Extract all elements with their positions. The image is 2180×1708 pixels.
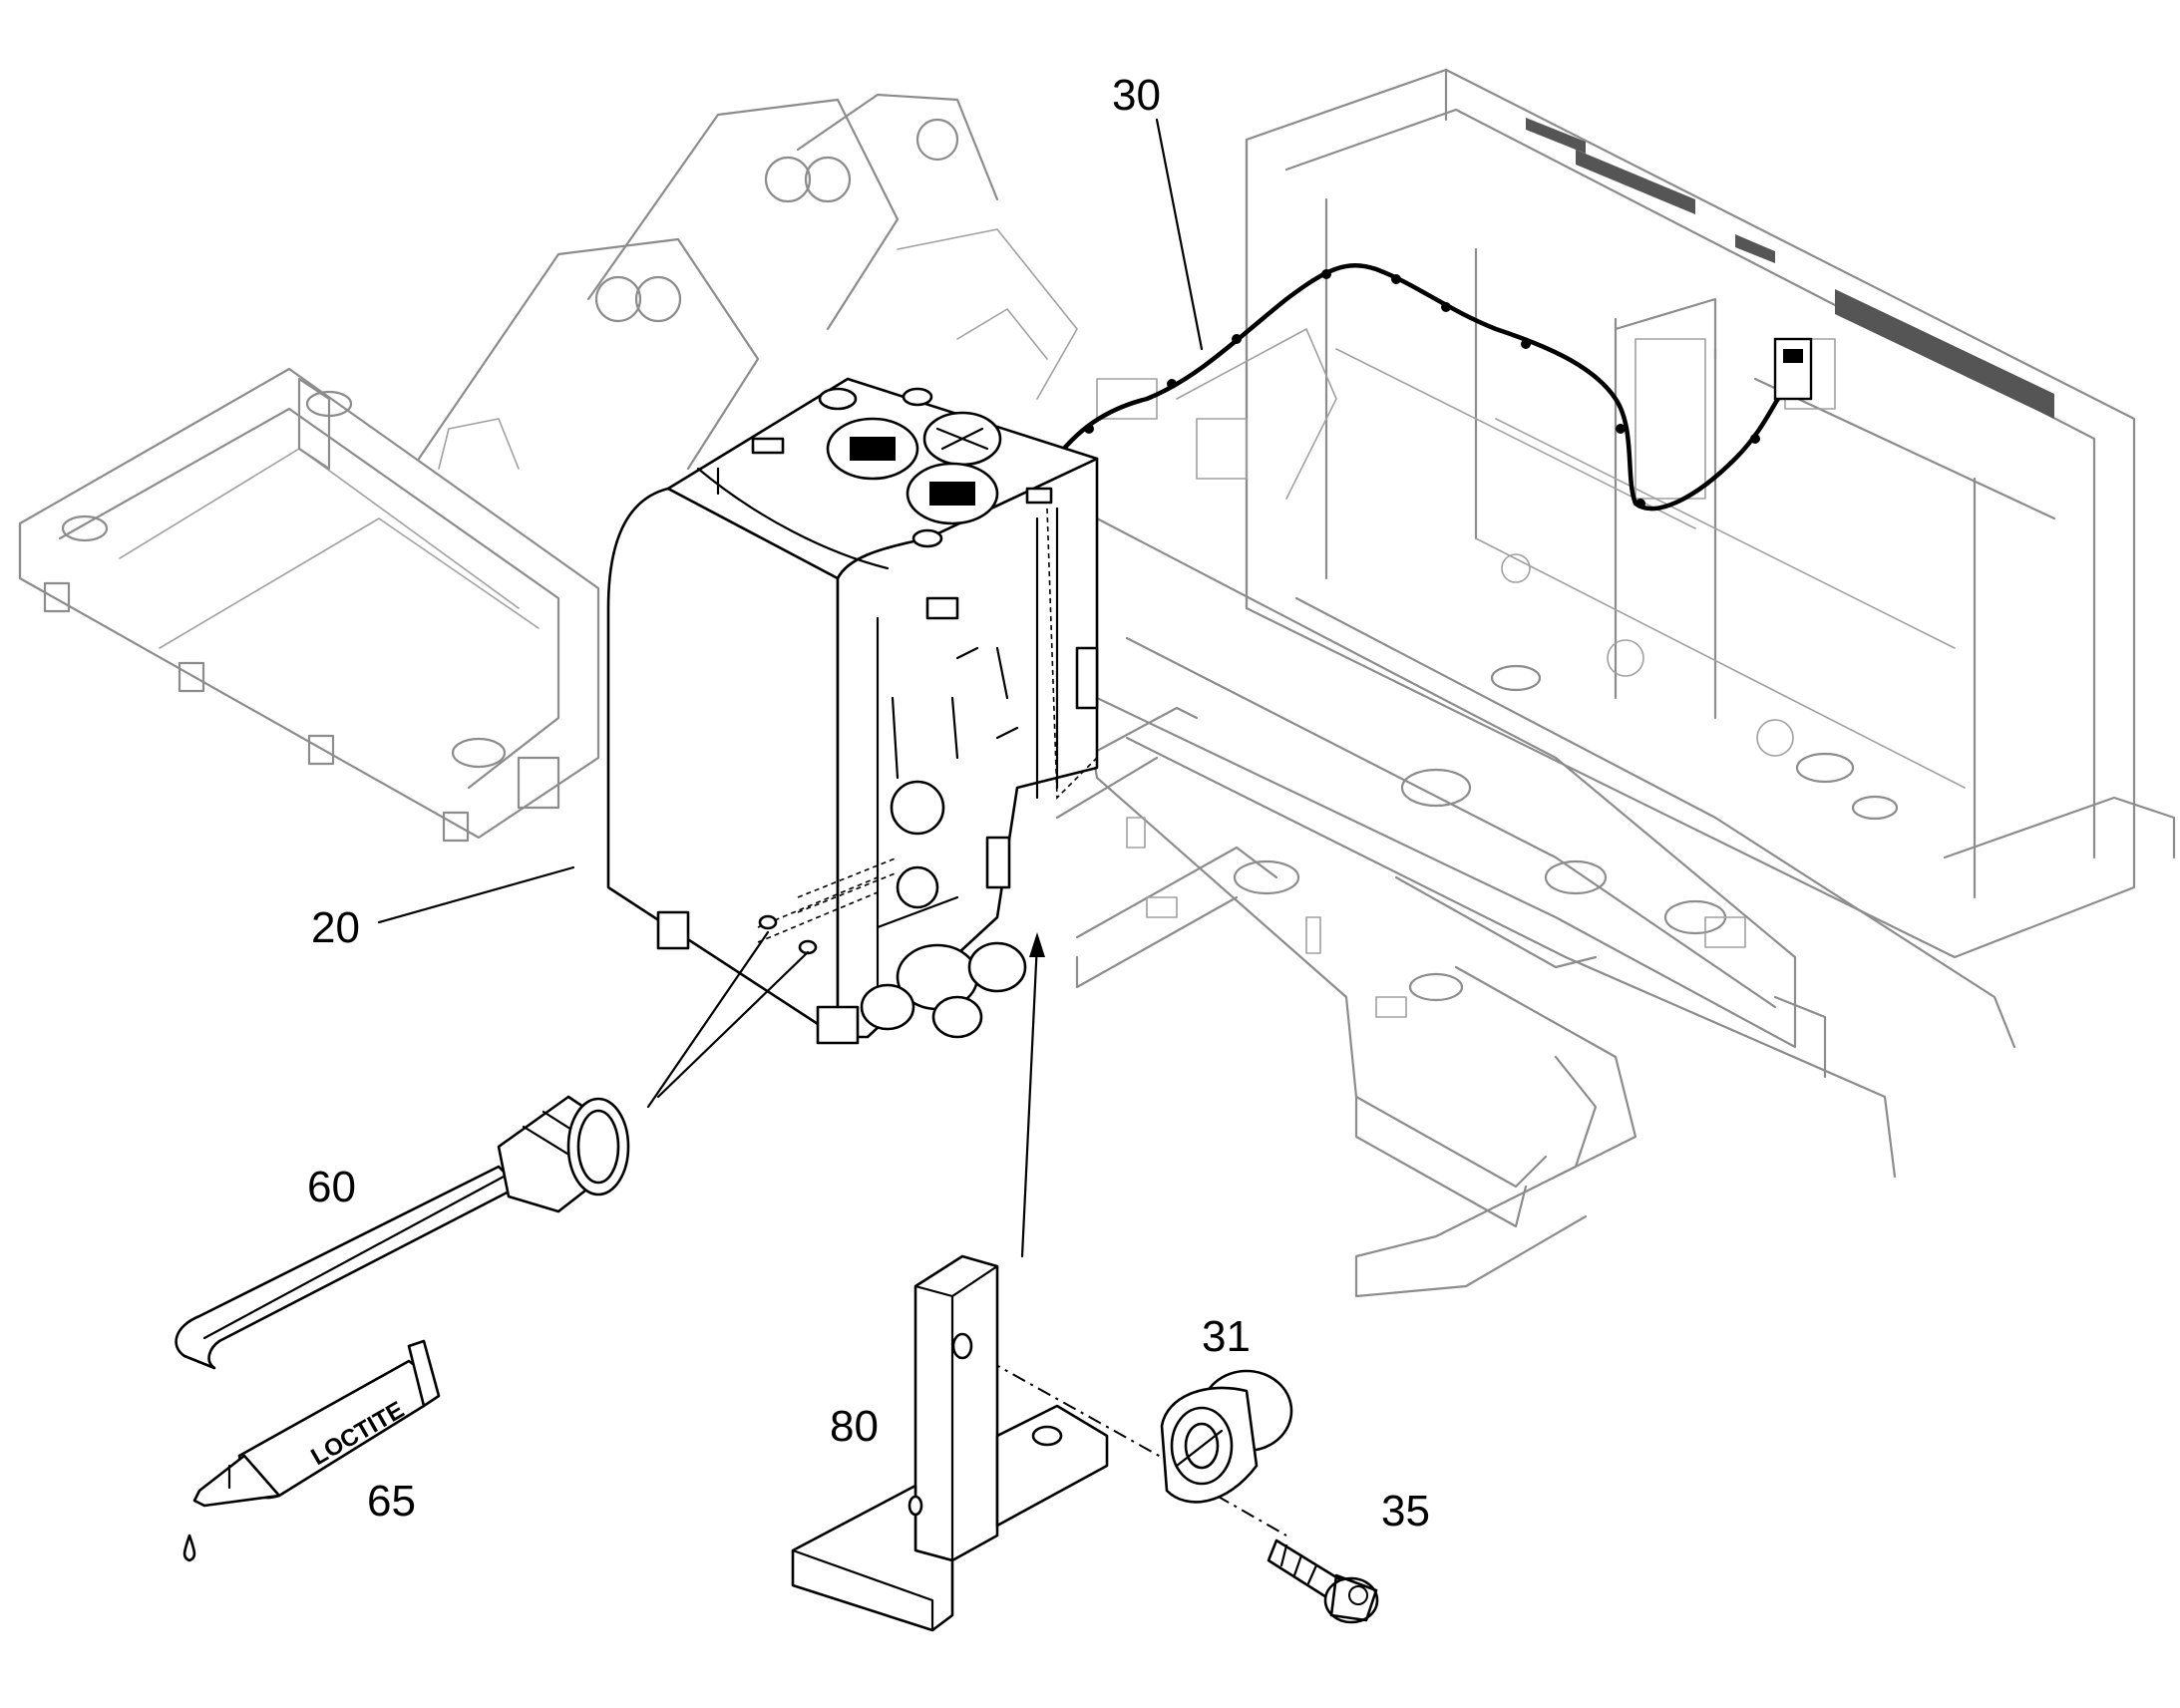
centerline-31-35 — [1216, 1495, 1287, 1537]
glue-drop-icon — [182, 1534, 196, 1562]
callout-65: 65 — [367, 1477, 416, 1526]
vent-grille-2 — [1576, 150, 1695, 214]
left-platform — [18, 367, 600, 843]
filler-cap-1 — [826, 417, 919, 481]
leader-80-arrow — [1020, 940, 1039, 1258]
leader-60-a — [646, 930, 770, 1109]
leader-lines — [377, 118, 1287, 1537]
callout-31: 31 — [1202, 1312, 1251, 1361]
leader-60-b — [656, 950, 810, 1099]
leader-30 — [1155, 118, 1204, 351]
hose-fittings — [860, 865, 1027, 1039]
filler-cap-2 — [922, 411, 1002, 467]
chassis-beams — [1045, 328, 2016, 1298]
harness-connector-box — [1773, 337, 1813, 401]
callout-80: 80 — [830, 1402, 879, 1451]
wiring-harness — [1038, 263, 1813, 512]
part-60-heater-element — [175, 1095, 630, 1370]
arrowhead-80 — [1029, 932, 1045, 957]
callout-60: 60 — [307, 1163, 356, 1211]
right-cabin-frame — [1245, 68, 2176, 959]
callout-30: 30 — [1112, 71, 1161, 120]
part-35-screw — [1267, 1538, 1379, 1624]
harness-connector-plug — [1783, 349, 1803, 363]
leader-20 — [377, 865, 575, 924]
boom-brackets — [417, 93, 1078, 471]
vent-grille-3 — [1735, 234, 1775, 263]
callout-20: 20 — [311, 903, 360, 952]
vent-grille-1 — [1526, 118, 1586, 154]
part-65-loctite-tube: LOCTITE — [182, 1339, 441, 1562]
part-80-bracket — [791, 1254, 1109, 1632]
machine-chassis-frame — [18, 68, 2176, 1298]
filler-cap-3 — [906, 462, 999, 525]
callout-35: 35 — [1381, 1487, 1430, 1536]
main-box-unit — [606, 377, 1099, 1045]
vent-grille-4 — [1835, 289, 2054, 419]
callout-labels: 20 30 31 35 60 65 80 — [307, 71, 1430, 1536]
part-31-clamp — [1160, 1369, 1293, 1504]
